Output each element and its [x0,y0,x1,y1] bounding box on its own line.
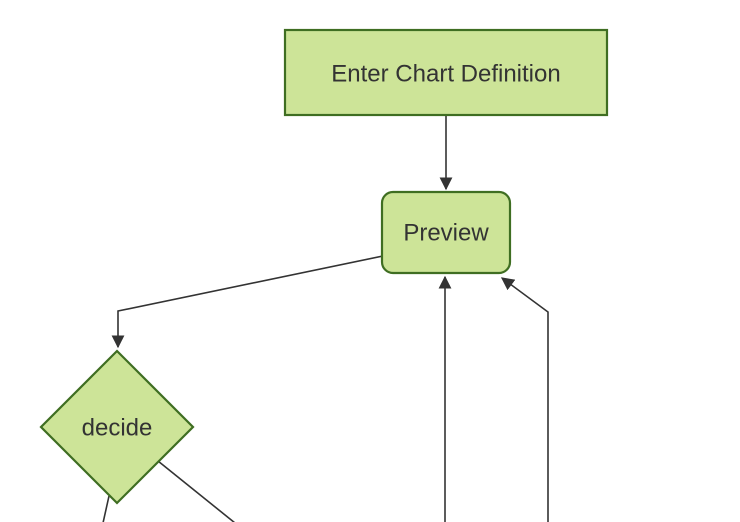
preview-rounded-rectangle [380,190,512,275]
node-decide: decide [39,349,195,505]
decide-diamond [39,349,195,505]
edge-decide-to-offscreen-bottom-right [157,460,236,522]
decide-label: decide [82,414,153,441]
node-enter-chart-definition: Enter Chart Definition [283,28,609,117]
enter-chart-definition-rectangle [283,28,609,117]
node-preview: Preview [380,190,512,275]
edge-preview-to-decide [111,255,384,349]
enter-chart-definition-label: Enter Chart Definition [331,60,560,87]
edge-offscreen-bottom-right-to-preview [500,277,549,522]
edge-decide-to-offscreen-bottom-left [102,495,110,522]
preview-label: Preview [403,219,489,246]
